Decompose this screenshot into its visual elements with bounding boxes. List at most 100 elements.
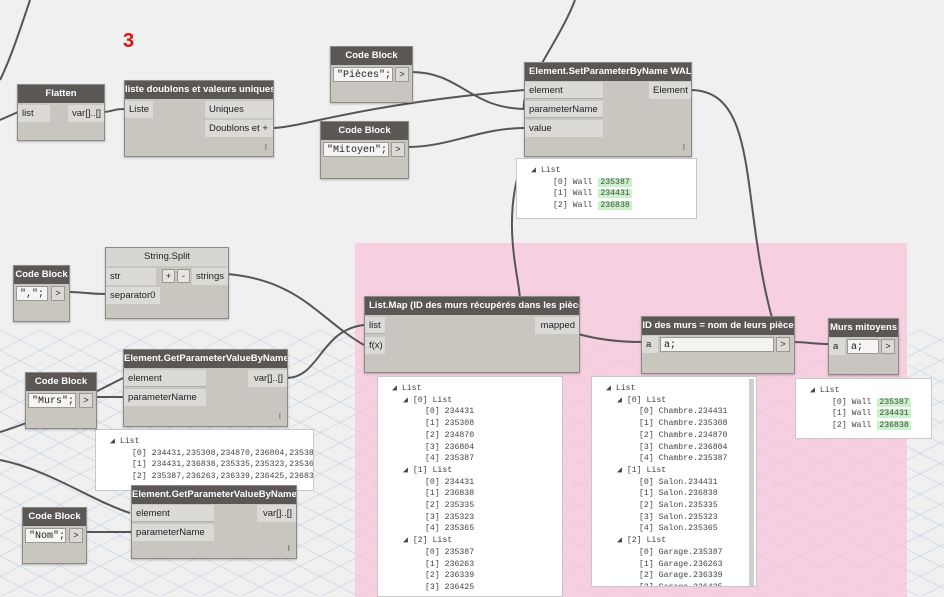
- murs-mitoyens-node[interactable]: Murs mitoyens a a; >: [828, 318, 899, 375]
- lacing-indicator: l: [683, 143, 685, 152]
- set-parameter-node[interactable]: Element.SetParameterByName WALL element …: [524, 62, 692, 157]
- preview-row-label: [1] Salon.236838: [639, 489, 718, 499]
- wire-id-mitoyens: [792, 341, 829, 345]
- output-port[interactable]: >: [51, 286, 65, 301]
- get-parameter-node-2[interactable]: Element.GetParameterValueByName element …: [131, 485, 297, 559]
- preview-row: [2] 235387,236263,236339,236425,236838: [132, 471, 313, 482]
- preview-row-label: [2] Wall: [832, 421, 872, 431]
- output-port[interactable]: >: [79, 393, 93, 408]
- code-editor[interactable]: "Murs";: [28, 393, 76, 408]
- output-port[interactable]: >: [69, 528, 83, 543]
- code-block-pieces[interactable]: Code Block "Pièces"; >: [330, 46, 413, 103]
- output-port[interactable]: >: [776, 337, 790, 352]
- wire-left-element2: [0, 459, 131, 514]
- lacing-indicator: l: [288, 544, 290, 553]
- id-murs-preview[interactable]: ◢ List◢ [0] List[0] Chambre.234431[1] Ch…: [591, 376, 757, 587]
- node-title: liste doublons et valeurs uniques: [125, 81, 273, 99]
- preview-row: [1] 236263: [425, 559, 474, 570]
- uniques-output-port[interactable]: Uniques: [205, 101, 273, 118]
- wire-getparam-list: [285, 324, 365, 379]
- preview-row: [1] 234431,236838,235335,235323,235365: [132, 459, 314, 470]
- preview-row-label: [4] Chambre.235387: [639, 454, 728, 464]
- list-map-node[interactable]: List.Map (ID des murs récupérés dans les…: [364, 296, 580, 373]
- node-title: Murs mitoyens: [829, 319, 898, 337]
- node-title: Code Block: [331, 47, 412, 65]
- liste-input-port[interactable]: Liste: [125, 101, 153, 118]
- parametername-input-port[interactable]: parameterName: [525, 101, 603, 118]
- code-editor[interactable]: "Nom";: [25, 528, 66, 543]
- doublons-output-port[interactable]: Doublons et +: [205, 120, 273, 137]
- preview-row-label: [0] 234431: [425, 477, 475, 487]
- preview-row-label: [2] 235335: [425, 501, 475, 510]
- a-input-port[interactable]: a: [642, 336, 658, 353]
- preview-row-value: 234431: [598, 189, 632, 199]
- flatten-node[interactable]: Flatten list var[]..[]: [17, 84, 105, 141]
- str-input-port[interactable]: str: [106, 268, 156, 285]
- element-input-port[interactable]: element: [124, 370, 206, 387]
- a-input-port[interactable]: a: [829, 338, 845, 355]
- preview-row: [3] 236425: [425, 582, 474, 593]
- output-port[interactable]: var[]..[]: [257, 505, 296, 522]
- code-editor[interactable]: "Mitoyen";: [323, 142, 389, 157]
- output-port[interactable]: >: [391, 142, 405, 157]
- preview-scrollbar[interactable]: [749, 379, 754, 586]
- parametername-input-port[interactable]: parameterName: [132, 524, 214, 541]
- preview-row-label: [3] Garage.236425: [639, 583, 723, 586]
- value-input-port[interactable]: value: [525, 120, 603, 137]
- preview-row-label: [3] 235323: [425, 512, 475, 522]
- id-murs-node[interactable]: ID des murs = nom de leurs pièce a a; >: [641, 316, 795, 374]
- code-block-murs[interactable]: Code Block "Murs"; >: [25, 372, 97, 429]
- node-title: List.Map (ID des murs récupérés dans les…: [365, 297, 579, 315]
- preview-row: [3] Salon.235323: [639, 512, 718, 523]
- code-block-mitoyen[interactable]: Code Block "Mitoyen"; >: [320, 121, 409, 179]
- separator-input-port[interactable]: separator0: [106, 287, 160, 304]
- output-port[interactable]: var[]..[]: [248, 370, 287, 387]
- preview-row-label: [4] 235365: [425, 524, 475, 534]
- preview-row-label: [1] 234431,236838,235335,235323,235365: [132, 460, 314, 470]
- code-editor[interactable]: ",";: [16, 286, 48, 301]
- preview-row-label: ◢ [0] List: [617, 395, 667, 405]
- node-title: Code Block: [26, 373, 96, 391]
- preview-row-label: [0] Garage.235387: [639, 547, 723, 557]
- element-output-port[interactable]: Element: [649, 82, 691, 99]
- element-input-port[interactable]: element: [525, 82, 603, 99]
- string-split-node[interactable]: String.Split str + - strings separator0: [105, 247, 229, 319]
- preview-row-label: ◢ List: [110, 437, 140, 446]
- mapped-output-port[interactable]: mapped: [535, 317, 579, 334]
- preview-row: [0] 234431: [425, 477, 474, 488]
- list-map-preview[interactable]: ◢ List◢ [0] List[0] 234431[1] 235308[2] …: [377, 376, 563, 597]
- preview-row-label: [3] Salon.235323: [639, 512, 718, 522]
- output-port[interactable]: >: [881, 339, 895, 354]
- list-input-port[interactable]: list: [365, 317, 385, 334]
- preview-row-label: ◢ [1] List: [617, 465, 667, 475]
- preview-row-label: [3] 236804: [425, 442, 475, 452]
- add-input-button[interactable]: +: [162, 269, 175, 283]
- preview-row-label: [2] 236339: [425, 571, 475, 581]
- preview-row-label: [1] 236263: [425, 559, 475, 569]
- get-parameter-1-preview[interactable]: ◢ List[0] 234431,235308,234870,236804,23…: [95, 429, 314, 491]
- strings-output-port[interactable]: strings: [192, 268, 228, 285]
- function-input-port[interactable]: f(x): [365, 337, 385, 354]
- code-block-nom[interactable]: Code Block "Nom"; >: [22, 507, 87, 564]
- wire-pieces-paramname: [410, 71, 525, 110]
- preview-row: ◢ List: [110, 436, 140, 447]
- code-editor[interactable]: "Pièces";: [333, 67, 393, 82]
- code-editor[interactable]: a;: [660, 337, 774, 352]
- preview-row: [2] 234870: [425, 430, 474, 441]
- parametername-input-port[interactable]: parameterName: [124, 389, 206, 406]
- list-input-port[interactable]: list: [18, 105, 50, 122]
- preview-row: [1] Chambre.235308: [639, 418, 727, 429]
- element-input-port[interactable]: element: [132, 505, 214, 522]
- output-port[interactable]: >: [395, 67, 409, 82]
- code-editor[interactable]: a;: [847, 339, 879, 354]
- preview-row-label: ◢ List: [392, 384, 422, 393]
- get-parameter-node-1[interactable]: Element.GetParameterValueByName element …: [123, 349, 288, 427]
- liste-doublons-node[interactable]: liste doublons et valeurs uniques Liste …: [124, 80, 274, 157]
- remove-input-button[interactable]: -: [177, 269, 190, 283]
- output-port[interactable]: var[]..[]: [68, 105, 104, 122]
- code-block-separator[interactable]: Code Block ","; >: [13, 265, 70, 322]
